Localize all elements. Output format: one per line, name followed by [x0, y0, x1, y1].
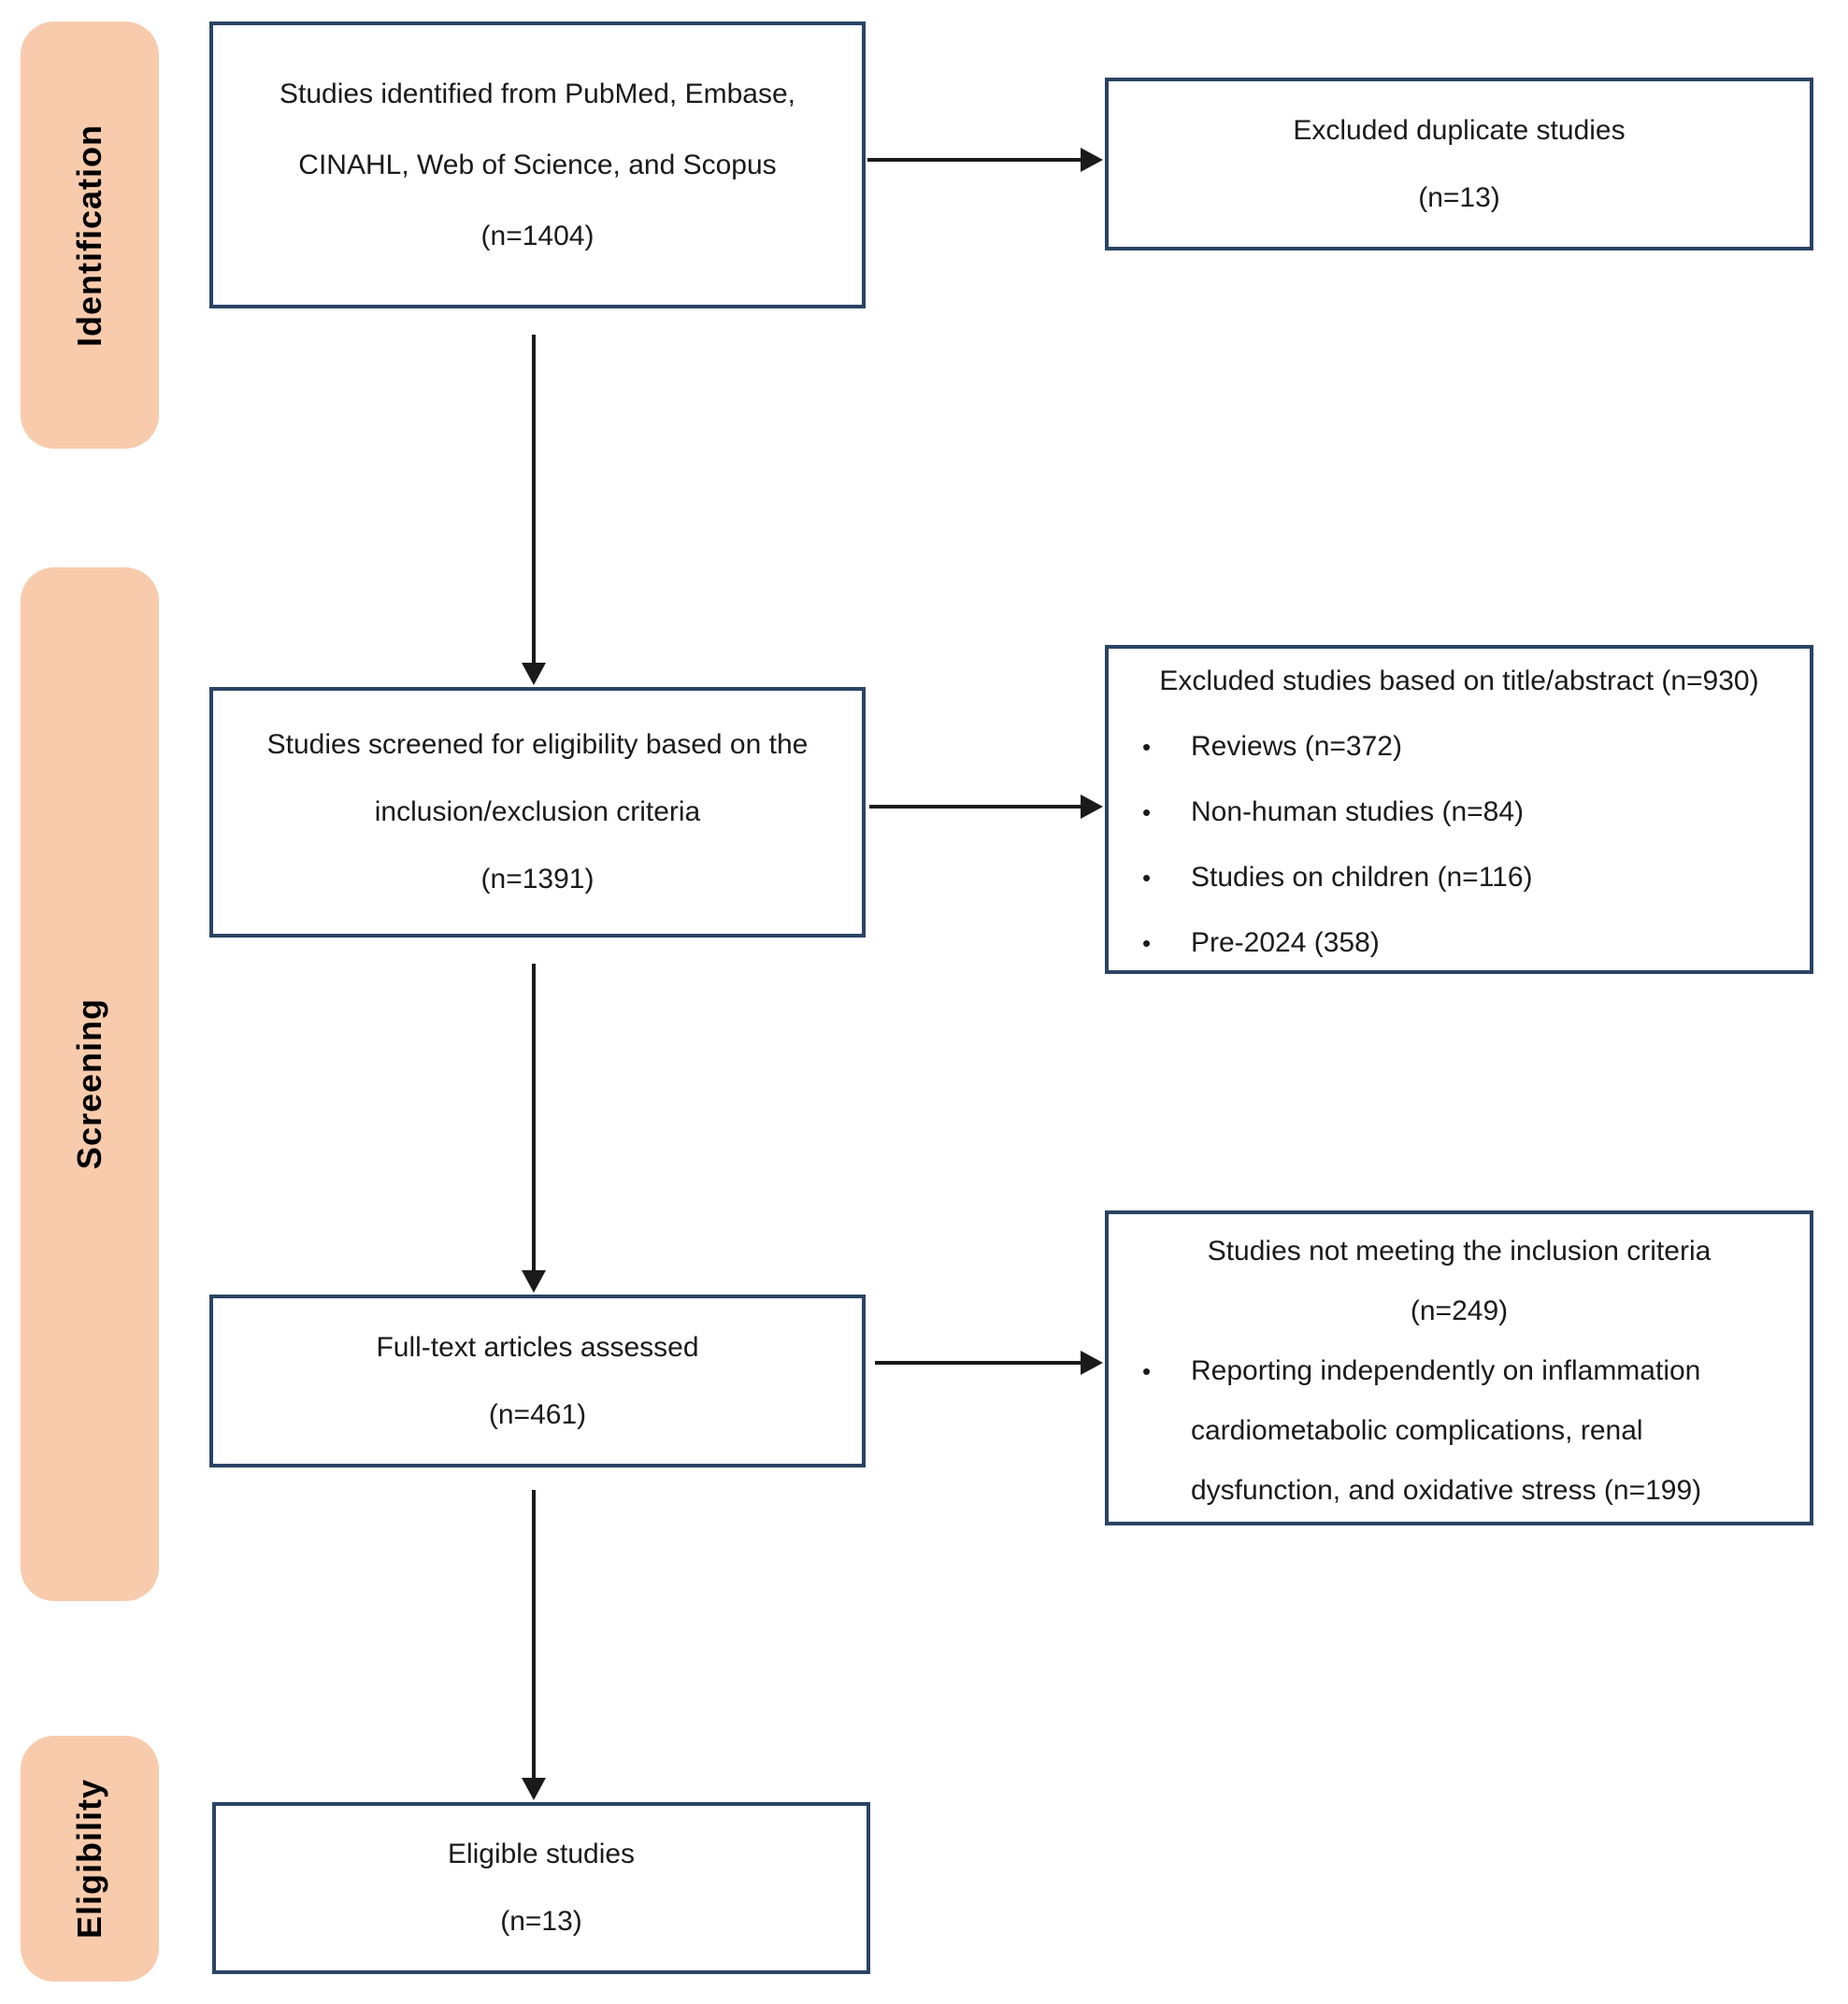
- box-studies-screened-line1: Studies screened for eligibility based o…: [266, 729, 809, 760]
- bullet-non-human: • Non-human studies (n=84): [1109, 780, 1810, 845]
- stage-band-identification: Identification: [21, 21, 159, 449]
- bullet-reporting-independently: • Reporting independently on inflammatio…: [1109, 1341, 1810, 1401]
- box-eligible-studies: Eligible studies (n=13): [212, 1802, 870, 1974]
- bullet-reviews: • Reviews (n=372): [1109, 714, 1810, 780]
- box-fulltext-assessed: Full-text articles assessed (n=461): [209, 1295, 866, 1467]
- arrow-identified-to-screened: [532, 335, 536, 665]
- box-fulltext-assessed-line1: Full-text articles assessed: [376, 1331, 699, 1363]
- box-not-meeting-criteria-heading1: Studies not meeting the inclusion criter…: [1207, 1236, 1712, 1267]
- box-fulltext-assessed-count: (n=461): [488, 1398, 587, 1430]
- box-studies-identified-line2: CINAHL, Web of Science, and Scopus: [298, 149, 777, 180]
- box-studies-screened-count: (n=1391): [480, 864, 595, 895]
- box-studies-identified-count: (n=1404): [480, 220, 595, 251]
- box-studies-screened: Studies screened for eligibility based o…: [209, 687, 866, 938]
- box-excluded-duplicates-line1: Excluded duplicate studies: [1293, 114, 1626, 146]
- box-excluded-duplicates: Excluded duplicate studies (n=13): [1105, 78, 1813, 250]
- box-studies-screened-line2: inclusion/exclusion criteria: [374, 796, 701, 827]
- box-studies-identified: Studies identified from PubMed, Embase, …: [209, 21, 866, 308]
- bullet-icon: •: [1142, 929, 1152, 957]
- bullet-reporting-line1: Reporting independently on inflammation: [1191, 1355, 1701, 1386]
- stage-band-screening: Screening: [21, 567, 159, 1601]
- box-not-meeting-criteria-heading2: (n=249): [1410, 1295, 1509, 1326]
- bullet-reviews-text: Reviews (n=372): [1191, 731, 1402, 762]
- arrow-fulltext-to-not-meeting: [875, 1361, 1082, 1365]
- bullet-reporting-line3: dysfunction, and oxidative stress (n=199…: [1191, 1475, 1702, 1506]
- arrow-fulltext-to-eligible: [532, 1490, 536, 1780]
- bullet-pre-2024: • Pre-2024 (358): [1109, 910, 1810, 976]
- stage-band-eligibility: Eligibility: [21, 1736, 159, 1982]
- bullet-icon: •: [1142, 1357, 1152, 1385]
- bullet-icon: •: [1142, 798, 1152, 826]
- arrow-screened-to-title-abstract: [869, 805, 1082, 809]
- box-studies-identified-line1: Studies identified from PubMed, Embase,: [279, 78, 795, 109]
- bullet-icon: •: [1142, 864, 1152, 892]
- bullet-children: • Studies on children (n=116): [1109, 845, 1810, 910]
- stage-label-eligibility: Eligibility: [70, 1778, 108, 1939]
- bullet-pre-2024-text: Pre-2024 (358): [1191, 927, 1380, 958]
- box-excluded-duplicates-count: (n=13): [1418, 181, 1500, 213]
- bullet-reporting-line2: cardiometabolic complications, renal: [1191, 1415, 1643, 1446]
- box-excluded-title-abstract: Excluded studies based on title/abstract…: [1105, 645, 1813, 974]
- stage-label-screening: Screening: [70, 998, 108, 1170]
- box-not-meeting-criteria: Studies not meeting the inclusion criter…: [1105, 1210, 1813, 1525]
- bullet-non-human-text: Non-human studies (n=84): [1191, 796, 1525, 827]
- box-excluded-title-abstract-heading: Excluded studies based on title/abstract…: [1159, 666, 1759, 696]
- box-eligible-studies-count: (n=13): [500, 1906, 582, 1937]
- bullet-children-text: Studies on children (n=116): [1191, 862, 1533, 893]
- arrow-screened-to-fulltext: [532, 964, 536, 1272]
- stage-label-identification: Identification: [70, 123, 108, 347]
- bullet-icon: •: [1142, 733, 1152, 761]
- box-eligible-studies-line1: Eligible studies: [447, 1839, 636, 1869]
- arrow-identified-to-duplicates: [867, 158, 1082, 162]
